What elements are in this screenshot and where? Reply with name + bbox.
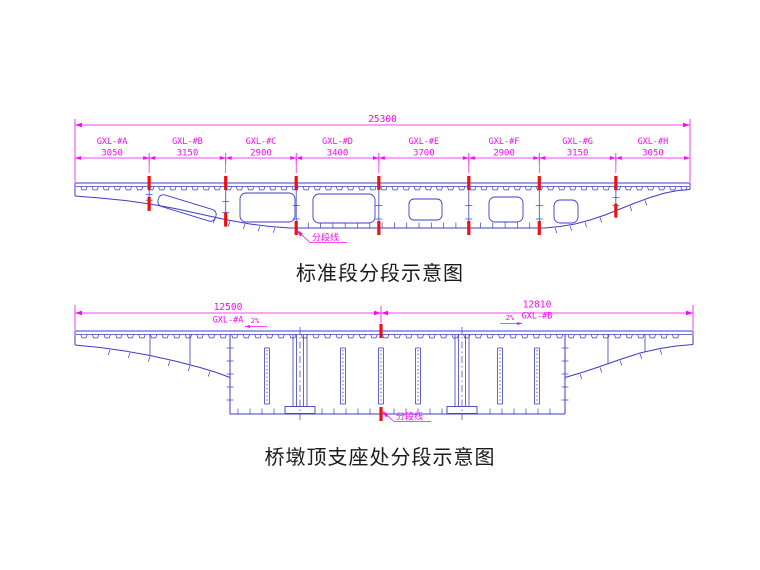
segment-label: GXL-#E [408,137,439,147]
segment-length: 3150 [177,149,199,159]
figure1-title: 标准段分段示意图 [296,261,464,285]
segment-line-mark [224,212,228,227]
figure1-segment-line-callout: 分段线 [296,230,347,244]
slope-label: 2% [506,314,515,322]
span-label: GXL-#B [522,312,553,322]
segment-line-mark [147,176,151,190]
overall-dimension-value: 25300 [368,114,397,125]
figure2-segment-line-callout: 分段线 [382,411,431,423]
segment-line-mark [537,221,541,235]
segment-line-mark [614,176,618,190]
figure2-title: 桥墩顶支座处分段示意图 [264,445,496,469]
span-dimension-value: 12810 [523,300,552,311]
figure2-segment-marks [379,324,383,421]
deck-u-ribs [80,186,688,191]
manhole-opening [488,196,524,223]
segment-label: GXL-#F [489,137,520,147]
segment-line-mark [467,176,471,190]
manhole-opening [239,192,296,223]
segment-line-mark [377,176,381,190]
bearing-base-plate [284,406,316,414]
diaphragm-lines [145,187,620,227]
segment-length: 3400 [327,149,349,159]
span-dimension-value: 12500 [214,302,243,313]
segment-line-mark [224,176,228,190]
segment-length: 3050 [101,149,123,159]
bottom-ticks [107,349,663,414]
deck-u-ribs [80,334,680,339]
span-label: GXL-#A [213,316,244,326]
manhole-opening [157,194,217,222]
segment-line-text: 分段线 [312,232,339,244]
segment-line-mark [379,324,383,338]
segment-line-mark [147,196,151,211]
segment-line-mark [614,203,618,218]
segment-label: GXL-#A [97,137,128,147]
web-wall-ticks [226,347,569,401]
manhole-opening [408,198,443,221]
bearing-base-plate [446,406,478,414]
segment-line-mark [377,221,381,235]
manhole-openings [157,192,579,224]
segment-length: 3050 [642,149,664,159]
segment-line-mark [537,176,541,190]
figure1-segment-marks [147,176,618,235]
slope-marks: 2% 2% [245,314,522,329]
segment-line-mark [294,176,298,190]
slope-label: 2% [251,317,260,325]
segment-length: 2900 [493,149,515,159]
figure1-girder [74,182,691,234]
segment-length: 3700 [413,149,435,159]
segment-line-mark [467,221,471,235]
manhole-opening [553,199,579,224]
segment-length: 2900 [250,149,272,159]
segment-length: 3150 [567,149,589,159]
segment-line-text: 分段线 [396,411,423,423]
segment-line-mark [294,221,298,235]
segment-label: GXL-#H [638,137,669,147]
segment-line-mark [379,407,383,421]
manhole-opening [312,193,376,224]
segment-label: GXL-#C [246,137,277,147]
segment-label: GXL-#G [562,137,593,147]
bearing-stiffener-clusters [284,327,478,420]
bolted-splice-stiffeners [264,347,540,405]
segment-label: GXL-#B [172,137,203,147]
figure2-girder [74,327,694,420]
segment-label: GXL-#D [322,137,353,147]
